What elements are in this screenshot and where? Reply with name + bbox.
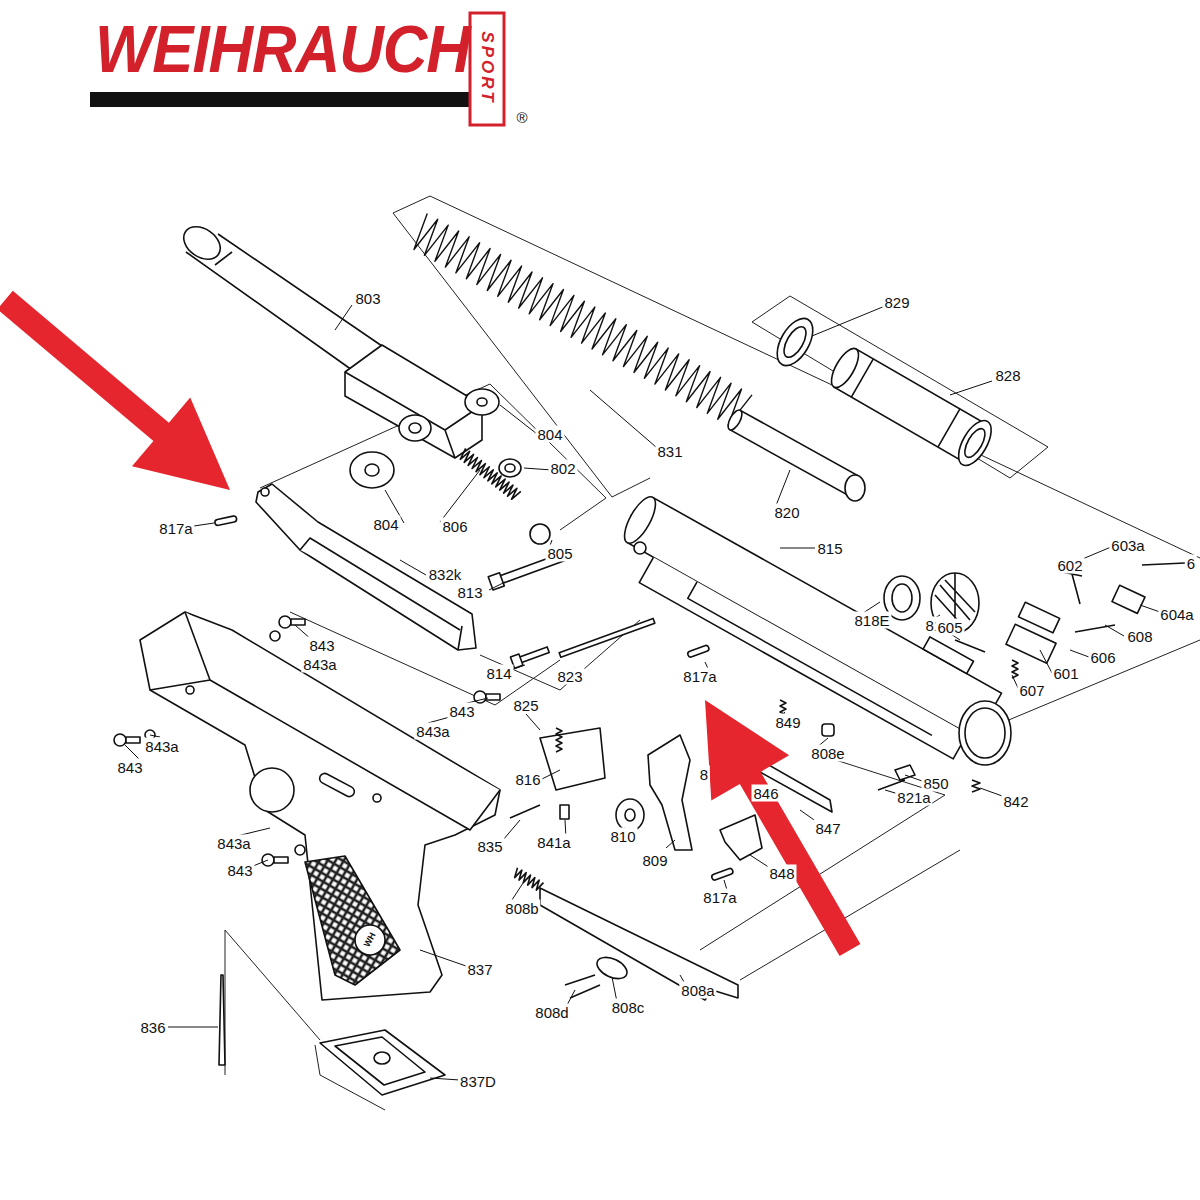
callout-number: 804 bbox=[535, 426, 564, 443]
callout-number: 820 bbox=[772, 504, 801, 521]
callout-number: 843 bbox=[307, 637, 336, 654]
callout-number: 837D bbox=[458, 1073, 498, 1090]
callout-number: 805 bbox=[545, 545, 574, 562]
callout-number: 831 bbox=[655, 443, 684, 460]
callout-number: 806 bbox=[440, 518, 469, 535]
callout-number: 843a bbox=[215, 835, 252, 852]
callout-number: 818E bbox=[852, 612, 891, 629]
callout-number: 602 bbox=[1055, 557, 1084, 574]
callout-number: 604a bbox=[1158, 606, 1195, 623]
callout-number: 816 bbox=[513, 771, 542, 788]
callout-number: 803 bbox=[353, 290, 382, 307]
callout-number: 843 bbox=[115, 759, 144, 776]
group-brackets bbox=[225, 196, 1200, 1110]
callout-number: 814 bbox=[484, 665, 513, 682]
logo-bar bbox=[90, 92, 487, 107]
callout-number: 813 bbox=[455, 584, 484, 601]
callout-number: 607 bbox=[1017, 682, 1046, 699]
registered-mark: ® bbox=[516, 110, 527, 125]
callout-number: 843a bbox=[301, 656, 338, 673]
callout-number: 836 bbox=[138, 1019, 167, 1036]
callout-number: 847 bbox=[813, 820, 842, 837]
red-arrows bbox=[0, 291, 860, 956]
callout-number: 825 bbox=[511, 697, 540, 714]
callout-number: 815 bbox=[815, 540, 844, 557]
callout-number: 835 bbox=[475, 838, 504, 855]
callout-number: 808b bbox=[503, 900, 540, 917]
callout-number: 846 bbox=[751, 785, 780, 802]
callout-number: 608 bbox=[1125, 628, 1154, 645]
callout-number: 804 bbox=[371, 516, 400, 533]
callout-number: 809 bbox=[640, 852, 669, 869]
callout-number: 848 bbox=[767, 865, 796, 882]
callout-number: 842 bbox=[1001, 793, 1030, 810]
callout-number: 837 bbox=[465, 961, 494, 978]
callout-number: 843a bbox=[143, 738, 180, 755]
grip-emblem: WH bbox=[363, 931, 378, 948]
callout-number: 843 bbox=[447, 703, 476, 720]
brand-tag: SPORT bbox=[479, 31, 496, 104]
callout-number: 8 bbox=[698, 766, 710, 783]
callout-number: 832k bbox=[427, 566, 464, 583]
callout-number: 817a bbox=[681, 668, 718, 685]
red-arrow bbox=[0, 291, 230, 490]
callout-number: 828 bbox=[993, 367, 1022, 384]
callout-number: 817a bbox=[701, 889, 738, 906]
callout-number: 6 bbox=[1185, 555, 1197, 572]
logo-box bbox=[470, 13, 504, 125]
leader-lines bbox=[125, 305, 1160, 1080]
callout-number: 802 bbox=[548, 460, 577, 477]
brand-logo: WEIHRAUCH bbox=[95, 16, 470, 83]
callout-number: 841a bbox=[535, 834, 572, 851]
callout-number: 810 bbox=[608, 828, 637, 845]
callout-number: 605 bbox=[935, 619, 964, 636]
callout-number: 821a bbox=[895, 789, 932, 806]
callout-number: 817a bbox=[157, 520, 194, 537]
callout-number: 843 bbox=[225, 862, 254, 879]
callout-number: 823 bbox=[555, 668, 584, 685]
red-arrow bbox=[705, 700, 860, 956]
callout-number: 829 bbox=[882, 294, 911, 311]
callout-number: 808d bbox=[533, 1004, 570, 1021]
callout-number: 603a bbox=[1109, 537, 1146, 554]
callout-number: 601 bbox=[1051, 665, 1080, 682]
parts bbox=[114, 213, 1185, 1095]
callout-number: 843a bbox=[414, 723, 451, 740]
callout-number: 849 bbox=[773, 714, 802, 731]
callout-number: 808c bbox=[610, 999, 647, 1016]
callout-number: 808e bbox=[809, 745, 846, 762]
callout-number: 606 bbox=[1088, 649, 1117, 666]
callout-number: 808a bbox=[679, 982, 716, 999]
